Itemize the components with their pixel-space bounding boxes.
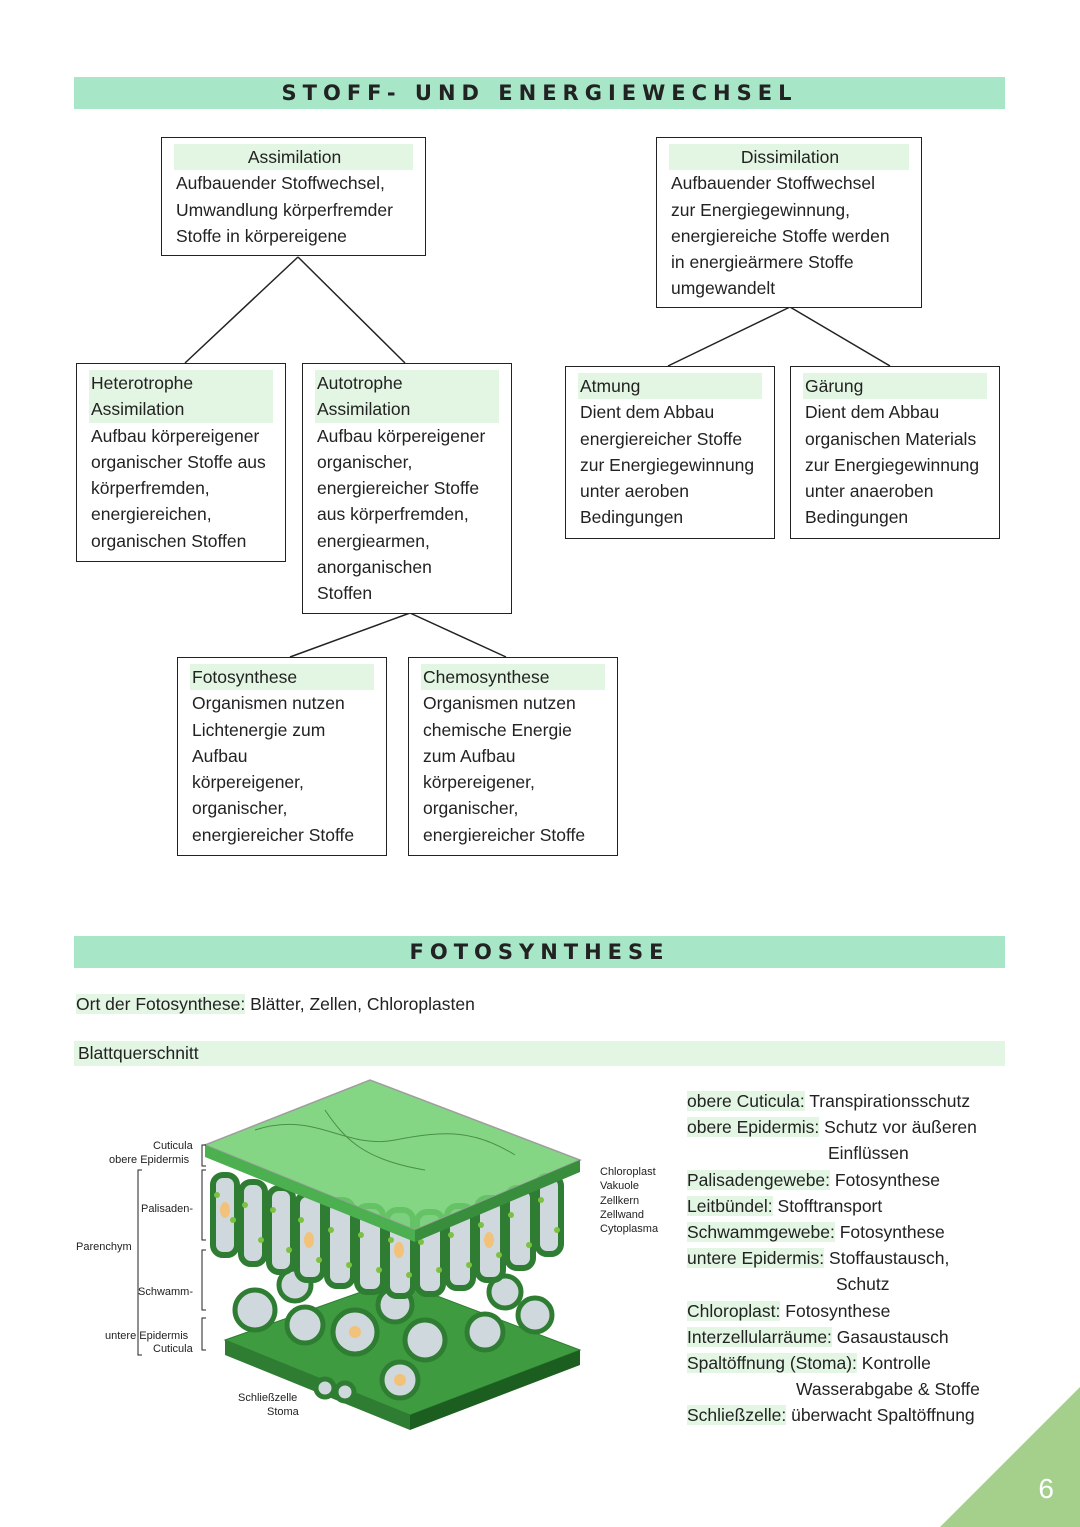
- connector-lines: [184, 256, 891, 658]
- label-stoma: Stoma: [267, 1406, 299, 1418]
- legend-row: Spaltöffnung (Stoma): Kontrolle: [687, 1350, 1007, 1376]
- box-title: Fotosynthese: [190, 664, 374, 691]
- legend-row: untere Epidermis: Stoffaustausch,: [687, 1245, 1007, 1271]
- box-text: Aufbau körpereigener organischer, energi…: [317, 425, 486, 604]
- label-palisaden: Palisaden-: [141, 1203, 193, 1215]
- legend-row: Schwammgewebe: Fotosynthese: [687, 1219, 1007, 1245]
- label-cuticula-bottom: Cuticula: [153, 1343, 193, 1355]
- page-number: 6: [1038, 1473, 1054, 1504]
- gaerung-box: Gärung Dient dem Abbau organischen Mater…: [790, 366, 1000, 539]
- box-text: Aufbauender Stoffwechsel zur Energiegewi…: [671, 173, 890, 299]
- legend-row: Leitbündel: Stofftransport: [687, 1193, 1007, 1219]
- box-title: Atmung: [578, 373, 762, 400]
- legend-cont: Schutz: [836, 1274, 890, 1295]
- page-corner-decoration: [940, 1387, 1080, 1527]
- legend-row: Interzellularräume: Gasaustausch: [687, 1324, 1007, 1350]
- section-banner-stoffwechsel: STOFF- UND ENERGIEWECHSEL: [74, 77, 1005, 109]
- box-text: Aufbauender Stoffwechsel, Umwandlung kör…: [176, 173, 393, 246]
- legend-term: Leitbündel:: [687, 1195, 773, 1216]
- legend-term: Palisadengewebe:: [687, 1169, 831, 1190]
- dissimilation-box: Dissimilation Aufbauender Stoffwechsel z…: [656, 137, 922, 308]
- label-zellkern: Zellkern: [600, 1195, 640, 1207]
- label-schliesszelle: Schließzelle: [238, 1392, 298, 1404]
- box-title: Chemosynthese: [421, 664, 605, 691]
- legend-desc: Kontrolle: [861, 1353, 931, 1374]
- section-title: FOTOSYNTHESE: [409, 940, 670, 964]
- box-title: Heterotrophe Assimilation: [89, 370, 273, 423]
- label-obere-epidermis: obere Epidermis: [109, 1154, 190, 1166]
- legend-desc: überwacht Spaltöffnung: [791, 1405, 975, 1426]
- legend-desc: Stofftransport: [777, 1195, 883, 1216]
- box-text: Aufbau körpereigener organischer Stoffe …: [91, 425, 266, 551]
- fotosynthese-box: Fotosynthese Organismen nutzen Lichtener…: [177, 657, 387, 856]
- ort-der-fotosynthese: Ort der Fotosynthese: Blätter, Zellen, C…: [76, 990, 475, 1018]
- legend-desc: Schutz vor äußeren: [824, 1117, 977, 1138]
- legend-row: Palisadengewebe: Fotosynthese: [687, 1167, 1007, 1193]
- legend-term: Schließzelle:: [687, 1405, 787, 1426]
- label-schwamm: Schwamm-: [138, 1286, 194, 1298]
- tissue-legend: obere Cuticula: Transpirationsschutz obe…: [687, 1088, 1007, 1429]
- box-title: Dissimilation: [669, 144, 909, 171]
- box-text: Dient dem Abbau organischen Materials zu…: [805, 402, 980, 528]
- label-chloroplast: Chloroplast: [600, 1166, 656, 1178]
- autotrophe-assimilation-box: Autotrophe Assimilation Aufbau körpereig…: [302, 363, 512, 614]
- atmung-box: Atmung Dient dem Abbau energiereicher St…: [565, 366, 775, 539]
- legend-term: untere Epidermis:: [687, 1248, 825, 1269]
- legend-desc: Transpirationsschutz: [809, 1091, 971, 1111]
- box-text: Organismen nutzen chemische Energie zum …: [423, 693, 586, 845]
- label-zellwand: Zellwand: [600, 1209, 645, 1221]
- legend-desc: Fotosynthese: [785, 1300, 891, 1321]
- label-untere-epidermis: untere Epidermis: [105, 1330, 189, 1342]
- label-cytoplasma: Cytoplasma: [600, 1223, 659, 1235]
- leaf-cross-section-illustration: [202, 1079, 583, 1430]
- assimilation-box: Assimilation Aufbauender Stoffwechsel, U…: [161, 137, 426, 256]
- legend-desc: Stoffaustausch,: [829, 1248, 950, 1269]
- heterotrophe-assimilation-box: Heterotrophe Assimilation Aufbau körpere…: [76, 363, 286, 562]
- chemosynthese-box: Chemosynthese Organismen nutzen chemisch…: [408, 657, 618, 856]
- legend-row: obere Epidermis: Schutz vor äußeren: [687, 1114, 1007, 1140]
- legend-desc: Fotosynthese: [834, 1169, 940, 1190]
- section-banner-fotosynthese: FOTOSYNTHESE: [74, 936, 1005, 968]
- legend-term: Schwammgewebe:: [687, 1222, 835, 1243]
- blattquerschnitt-heading: Blattquerschnitt: [74, 1041, 1005, 1066]
- legend-cont: Wasserabgabe & Stoffe: [796, 1379, 980, 1400]
- legend-term: Spaltöffnung (Stoma):: [687, 1353, 857, 1374]
- box-title: Assimilation: [174, 144, 413, 171]
- legend-cont: Einflüssen: [828, 1143, 909, 1164]
- legend-term: obere Cuticula:: [687, 1091, 805, 1111]
- legend-desc: Gasaustausch: [836, 1326, 949, 1347]
- label-vakuole: Vakuole: [600, 1180, 639, 1192]
- legend-row: Schließzelle: überwacht Spaltöffnung: [687, 1402, 1007, 1428]
- legend-row: obere Cuticula: Transpirationsschutz: [687, 1088, 1007, 1114]
- section-title: STOFF- UND ENERGIEWECHSEL: [281, 81, 798, 105]
- box-text: Organismen nutzen Lichtenergie zum Aufba…: [192, 693, 355, 845]
- legend-desc: Fotosynthese: [839, 1222, 945, 1243]
- ort-label: Ort der Fotosynthese:: [76, 994, 246, 1014]
- legend-term: obere Epidermis:: [687, 1117, 820, 1138]
- ort-value: Blätter, Zellen, Chloroplasten: [250, 994, 475, 1014]
- box-title: Gärung: [803, 373, 987, 400]
- box-text: Dient dem Abbau energiereicher Stoffe zu…: [580, 402, 755, 528]
- legend-term: Interzellularräume:: [687, 1326, 832, 1347]
- label-cuticula-top: Cuticula: [153, 1140, 193, 1152]
- legend-term: Chloroplast:: [687, 1300, 781, 1321]
- legend-row: Chloroplast: Fotosynthese: [687, 1298, 1007, 1324]
- diagram-brackets: [137, 1144, 206, 1356]
- box-title: Autotrophe Assimilation: [315, 370, 499, 423]
- label-parenchym: Parenchym: [76, 1241, 132, 1253]
